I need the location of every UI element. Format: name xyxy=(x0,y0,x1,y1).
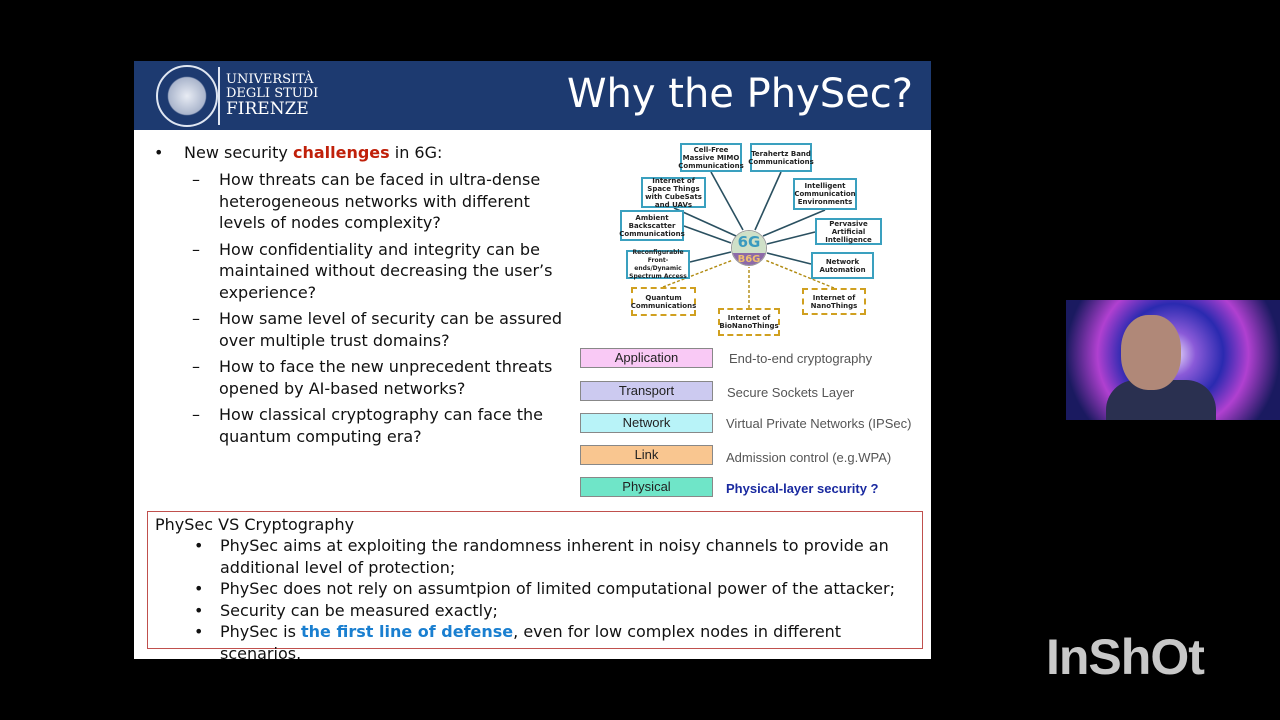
layer-physical-desc: Physical-layer security ? xyxy=(726,481,879,496)
challenges-list: New security challenges in 6G: –How thre… xyxy=(154,143,574,452)
comparison-bullet: PhySec does not rely on assumtpion of li… xyxy=(155,578,915,600)
layer-physical: Physical xyxy=(580,477,713,497)
comparison-title: PhySec VS Cryptography xyxy=(155,515,355,534)
slide-header: UNIVERSITÀ DEGLI STUDI FIRENZE Why the P… xyxy=(134,61,931,130)
node-ambient-backscatter: Ambient Backscatter Communications xyxy=(619,210,685,241)
layer-transport: Transport xyxy=(580,381,713,401)
comparison-bullet: PhySec aims at exploiting the randomness… xyxy=(155,535,915,578)
node-network-automation: Network Automation xyxy=(811,252,874,279)
node-pervasive-ai: Pervasive Artificial Intelligence xyxy=(815,218,882,245)
webcam-overlay xyxy=(1066,300,1280,420)
university-name-3: FIRENZE xyxy=(226,99,309,119)
intro-bullet: New security challenges in 6G: xyxy=(154,143,574,163)
layer-link-desc: Admission control (e.g.WPA) xyxy=(726,450,892,465)
layer-network-desc: Virtual Private Networks (IPSec) xyxy=(726,416,912,431)
watermark: InShOt xyxy=(1046,629,1205,685)
university-seal-logo xyxy=(156,65,218,127)
university-name-2: DEGLI STUDI xyxy=(226,86,319,101)
presenter-face xyxy=(1121,315,1181,390)
question-item: –How classical cryptography can face the… xyxy=(192,405,543,446)
question-item: –How to face the new unprecedent threats… xyxy=(192,357,553,398)
layer-link: Link xyxy=(580,445,713,465)
node-cell-free-mimo: Cell-Free Massive MIMO Communications xyxy=(678,143,744,172)
layer-application-desc: End-to-end cryptography xyxy=(729,351,873,366)
question-item: –How same level of security can be assur… xyxy=(192,309,563,350)
node-terahertz: Terahertz Band Communications xyxy=(748,143,814,172)
slide-title: Why the PhySec? xyxy=(566,71,913,117)
node-quantum: Quantum Communications xyxy=(631,287,696,316)
node-space-things: Internet of Space Things with CubeSats a… xyxy=(641,177,706,209)
comparison-box: PhySec VS Cryptography PhySec aims at ex… xyxy=(147,511,923,663)
university-name-1: UNIVERSITÀ xyxy=(226,72,314,87)
question-item: –How threats can be faced in ultra-dense… xyxy=(192,170,541,232)
layer-application: Application xyxy=(580,348,713,368)
comparison-bullet: Security can be measured exactly; xyxy=(155,600,915,622)
comparison-bullet: PhySec is the first line of defense, eve… xyxy=(155,621,915,664)
node-reconfigurable: Reconfigurable Front-ends/Dynamic Spectr… xyxy=(626,249,690,280)
node-bionanothings: Internet of BioNanoThings xyxy=(718,308,780,336)
node-intelligent-env: Intelligent Communication Environments xyxy=(793,178,857,210)
layer-transport-desc: Secure Sockets Layer xyxy=(727,385,855,400)
logo-divider xyxy=(218,67,220,125)
layer-network: Network xyxy=(580,413,713,433)
question-item: –How confidentiality and integrity can b… xyxy=(192,239,553,302)
node-nanothings: Internet of NanoThings xyxy=(802,288,866,315)
